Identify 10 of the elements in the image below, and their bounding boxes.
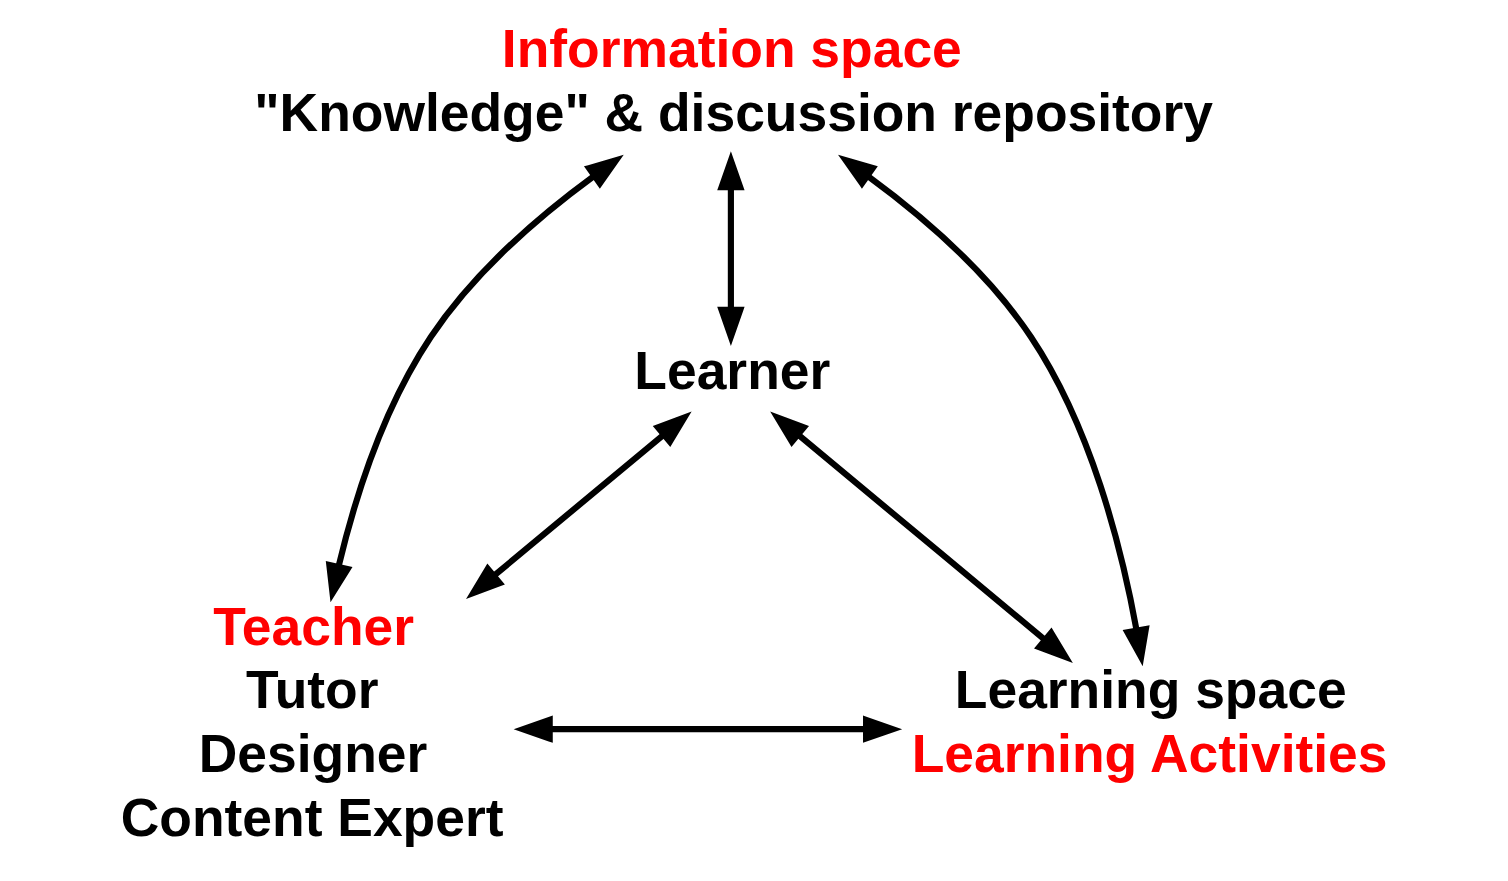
arrow	[717, 151, 745, 346]
arrow	[325, 154, 624, 603]
arrow	[466, 411, 692, 599]
node-text: Learning space Learning Activities	[911, 660, 1388, 783]
arrow	[838, 154, 1150, 667]
node-text: Information space "Knowledge" & discussion repository	[254, 19, 1213, 142]
arrow	[513, 715, 903, 743]
node-text: Teacher Tutor Designer Content Expert	[120, 596, 504, 847]
node-text: Learner	[634, 340, 831, 400]
arrow	[770, 411, 1073, 663]
